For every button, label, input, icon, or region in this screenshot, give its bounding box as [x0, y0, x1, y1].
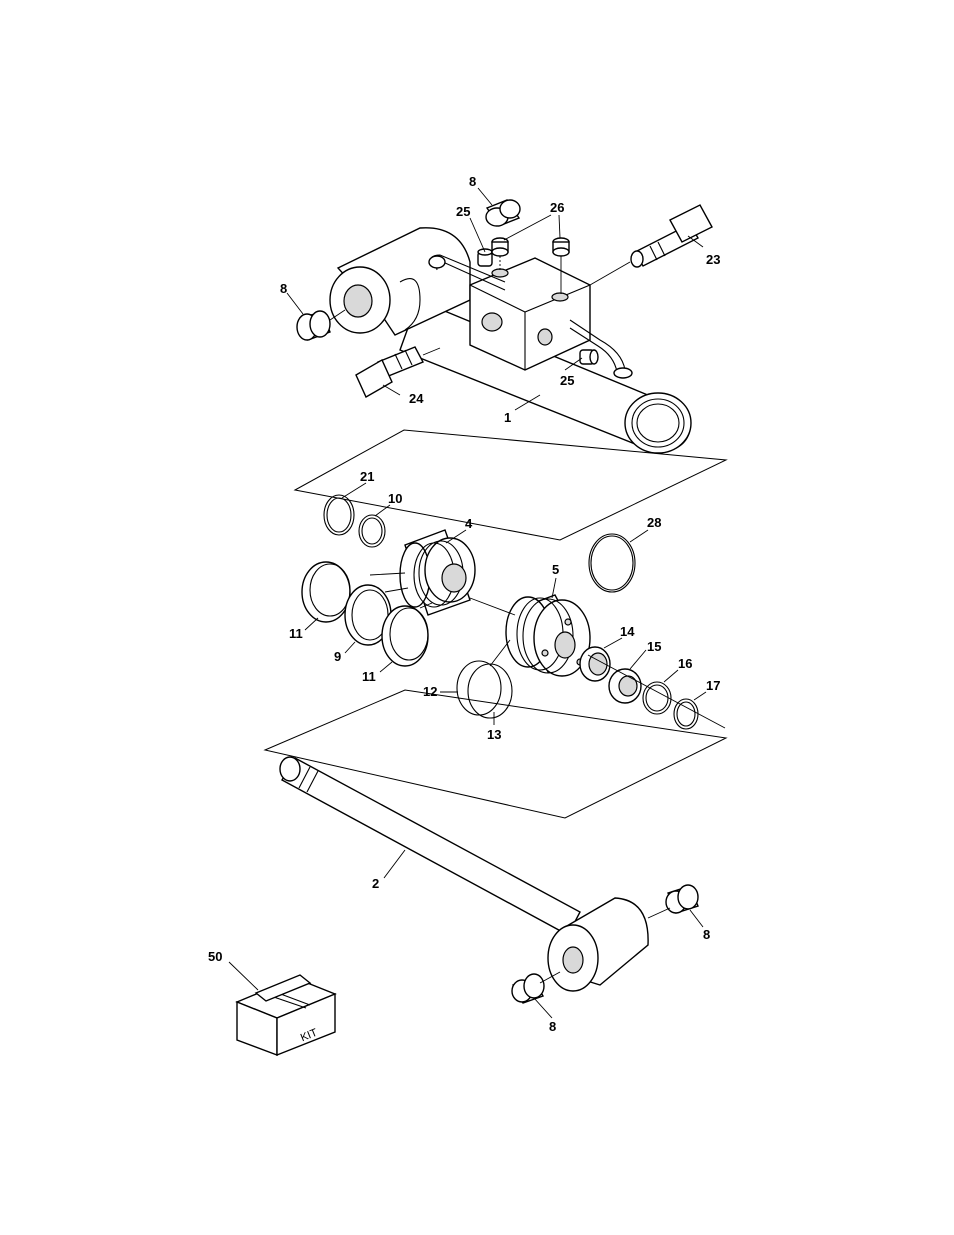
callout-8-top: 8 — [469, 174, 476, 189]
o-ring-28 — [588, 533, 636, 593]
seal-11-left — [301, 561, 351, 623]
kit-box-icon: KIT — [235, 974, 337, 1057]
callout-15: 15 — [647, 639, 661, 654]
callout-12: 12 — [423, 684, 437, 699]
callout-25-top: 25 — [456, 204, 470, 219]
callout-16: 16 — [678, 656, 692, 671]
callout-17: 17 — [706, 678, 720, 693]
callout-8-rod-left: 8 — [549, 1019, 556, 1034]
callout-10: 10 — [388, 491, 402, 506]
bushing-8-rod-right — [647, 884, 699, 919]
seal-15 — [608, 668, 642, 704]
callout-1: 1 — [504, 410, 511, 425]
rod-assembly — [279, 756, 649, 992]
callout-26: 26 — [550, 200, 564, 215]
callout-14: 14 — [620, 624, 635, 639]
exploded-plane-lower — [263, 689, 728, 819]
callout-8-rod-right: 8 — [703, 927, 710, 942]
callout-13: 13 — [487, 727, 501, 742]
head-5 — [505, 594, 592, 677]
callout-11-left: 11 — [289, 626, 303, 641]
callout-4: 4 — [465, 516, 473, 531]
screw-26-left — [491, 237, 509, 270]
callout-24: 24 — [409, 391, 424, 406]
bushing-8-top — [485, 199, 521, 227]
seal-12-13 — [456, 660, 513, 719]
snap-ring-21 — [323, 494, 355, 536]
callout-9: 9 — [334, 649, 341, 664]
bushing-8-rod-left — [511, 971, 561, 1004]
callout-8-left: 8 — [280, 281, 287, 296]
seal-11-right — [381, 605, 429, 667]
callout-28: 28 — [647, 515, 661, 530]
callout-2: 2 — [372, 876, 379, 891]
piston-4 — [399, 529, 476, 616]
callout-labels: 8 25 26 23 8 25 24 1 21 10 4 28 5 11 9 1… — [208, 174, 720, 1034]
barrel-assembly — [329, 227, 692, 454]
plug-25-bottom — [579, 349, 599, 365]
valve-fitting-23 — [589, 204, 713, 286]
ring-17 — [673, 698, 699, 730]
callout-21: 21 — [360, 469, 374, 484]
seal-14 — [579, 646, 611, 682]
ring-10 — [358, 514, 386, 548]
bushing-8-left — [296, 310, 331, 341]
exploded-plane-upper — [293, 429, 728, 541]
callout-23: 23 — [706, 252, 720, 267]
callout-11-right: 11 — [362, 669, 376, 684]
valve-cartridge-24 — [355, 346, 441, 398]
screw-26-right — [552, 237, 570, 294]
callout-25-bottom: 25 — [560, 373, 574, 388]
callout-5: 5 — [552, 562, 559, 577]
callout-50: 50 — [208, 949, 222, 964]
leader-lines — [228, 187, 707, 1019]
